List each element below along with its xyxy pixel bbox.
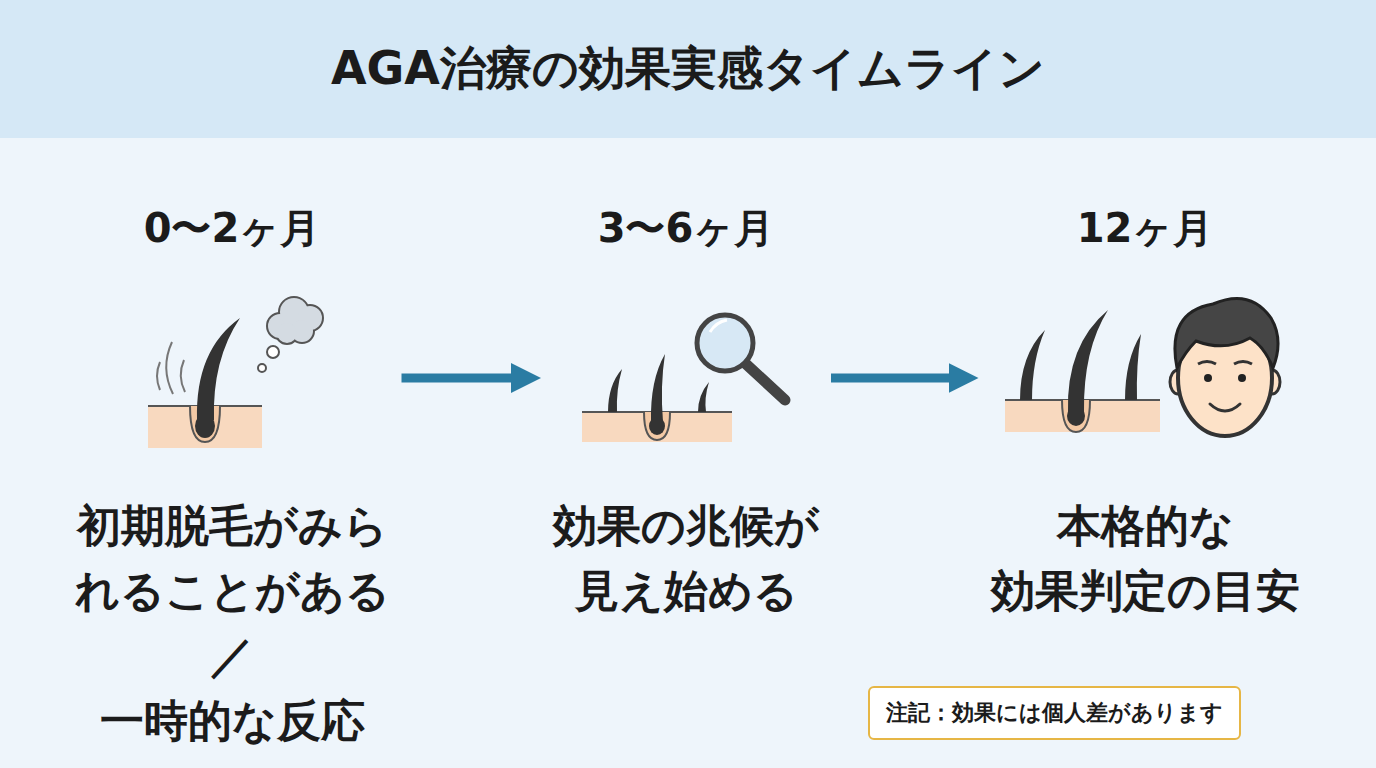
stage-period: 3〜6ヶ月 bbox=[598, 203, 775, 253]
shedding-hair-illustration bbox=[148, 298, 322, 448]
lens-shine bbox=[710, 320, 727, 332]
diagram-title: AGA治療の効果実感タイムライン bbox=[331, 38, 1045, 100]
face-smile bbox=[1210, 404, 1240, 411]
thought-dot bbox=[267, 346, 279, 358]
thought-dot bbox=[258, 364, 266, 372]
face-eye bbox=[1204, 374, 1212, 382]
timeline-stage: 0〜2ヶ月初期脱毛がみら れることがある／ 一時的な反応 bbox=[75, 203, 390, 753]
magnifier-lens bbox=[697, 315, 753, 371]
face-eyebrow bbox=[1198, 362, 1216, 365]
cloud-fill bbox=[268, 298, 322, 343]
stage-period: 0〜2ヶ月 bbox=[144, 203, 321, 253]
title-band: AGA治療の効果実感タイムライン bbox=[0, 0, 1376, 138]
hair-strand bbox=[1125, 334, 1141, 400]
timeline-stage: 12ヶ月本格的な 効果判定の目安 bbox=[991, 203, 1300, 623]
stage-period: 12ヶ月 bbox=[1077, 203, 1214, 253]
grown-hair-illustration bbox=[1005, 298, 1280, 436]
stage-description: 効果の兆候が 見え始める bbox=[553, 493, 819, 623]
hair-strand bbox=[1068, 310, 1108, 412]
hair-strand bbox=[197, 318, 240, 420]
motion-line bbox=[181, 360, 185, 392]
hair-strand bbox=[651, 354, 665, 422]
face-hair bbox=[1175, 298, 1278, 368]
stage-description: 本格的な 効果判定の目安 bbox=[991, 493, 1300, 623]
sprouting-hair-illustration bbox=[582, 315, 785, 442]
face-eye bbox=[1238, 374, 1246, 382]
cloud-outline bbox=[268, 298, 322, 343]
hair-strand bbox=[698, 382, 709, 412]
note-box: 注記：効果には個人差があります bbox=[868, 686, 1241, 740]
stage-description: 初期脱毛がみら れることがある／ 一時的な反応 bbox=[75, 493, 390, 753]
timeline-arrow bbox=[402, 374, 518, 383]
motion-line bbox=[166, 342, 173, 394]
timeline-arrow bbox=[831, 374, 955, 383]
timeline-stage: 3〜6ヶ月効果の兆候が 見え始める bbox=[553, 203, 819, 623]
magnifier-handle bbox=[746, 364, 785, 400]
hair-strand bbox=[1020, 330, 1045, 400]
note-text: 注記：効果には個人差があります bbox=[886, 697, 1223, 729]
motion-line bbox=[157, 362, 160, 390]
hair-strand bbox=[608, 369, 622, 412]
face-eyebrow bbox=[1234, 362, 1252, 365]
